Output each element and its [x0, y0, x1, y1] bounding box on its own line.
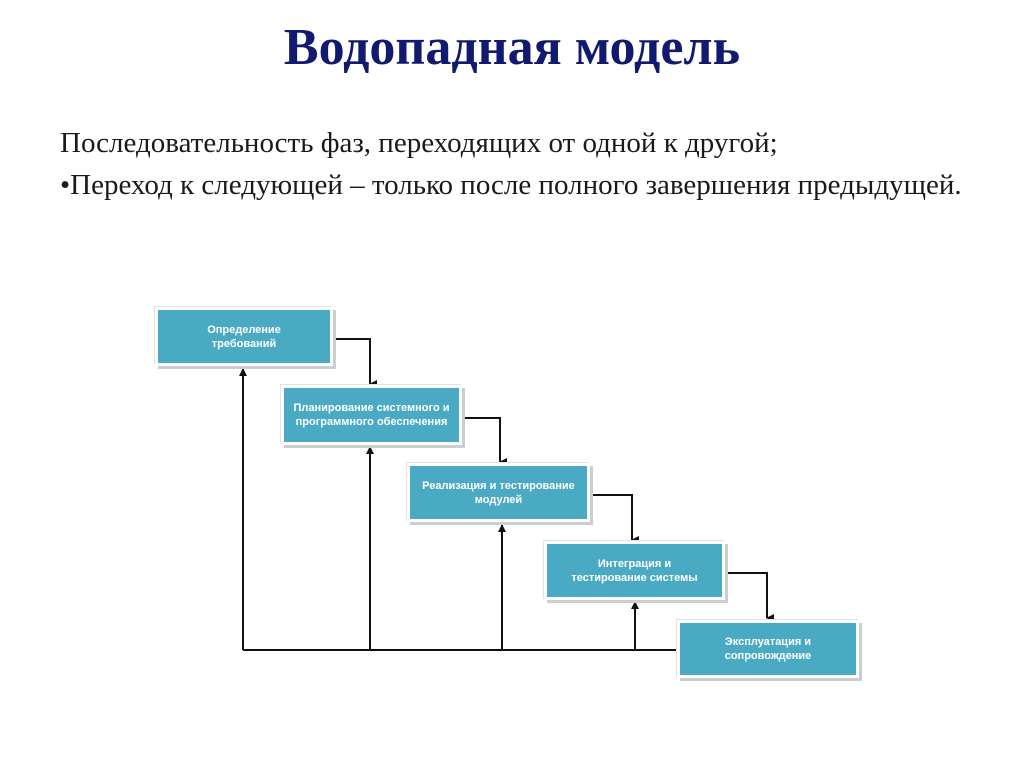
phase-implementation: Реализация и тестирование модулей [407, 463, 590, 522]
phase-planning: Планирование системного и программного о… [281, 385, 462, 445]
phase-requirements: Определение требований [155, 307, 333, 366]
phase-integration: Интеграция и тестирование системы [544, 541, 725, 600]
arrow-2-to-3 [460, 417, 507, 466]
slide-body: Последовательность фаз, переходящих от о… [60, 122, 1000, 206]
arrow-4-to-5 [723, 572, 774, 622]
body-line-1: Последовательность фаз, переходящих от о… [60, 127, 778, 159]
phase-operation: Эксплуатация и сопровождение [677, 620, 859, 678]
arrow-3-to-4 [588, 494, 639, 544]
arrow-1-to-2 [331, 338, 377, 388]
body-line-2: •Переход к следующей – только после полн… [60, 169, 962, 201]
slide-title: Водопадная модель [283, 19, 741, 76]
